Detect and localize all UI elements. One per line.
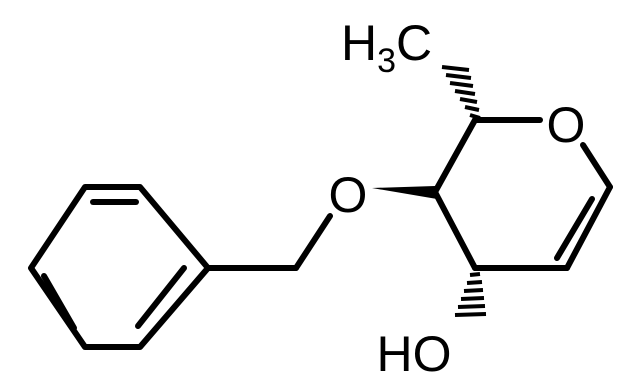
hashed-bond-methyl [441, 65, 481, 120]
bond-c5-c6-double-inner [554, 196, 595, 261]
bond-c3-c2 [432, 117, 478, 195]
benzene-inner-bond-left [41, 273, 77, 331]
hydroxyl-label: HO [377, 326, 452, 382]
methyl-label: H3C [341, 15, 432, 80]
benzene-inner-bond-right [135, 265, 187, 329]
bond-c6-c5 [564, 184, 613, 271]
methyl-subscript-3: 3 [377, 42, 396, 80]
benzene-ring [28, 184, 211, 350]
hashed-bond-hydroxyl [454, 272, 487, 317]
benzyl-linker [205, 213, 333, 271]
methyl-c: C [396, 15, 432, 71]
bond-c4-c3 [432, 189, 478, 271]
methyl-h: H [341, 15, 377, 71]
wedge-bond-benzyloxy [372, 186, 437, 199]
bond-ring-o-c6 [580, 142, 613, 190]
pyran-ring [432, 117, 613, 271]
ether-oxygen-label: O [329, 167, 368, 223]
benzene-hexagon [28, 184, 211, 350]
bond-ch2-to-ether-o [293, 213, 333, 271]
ring-oxygen-label: O [547, 97, 586, 153]
